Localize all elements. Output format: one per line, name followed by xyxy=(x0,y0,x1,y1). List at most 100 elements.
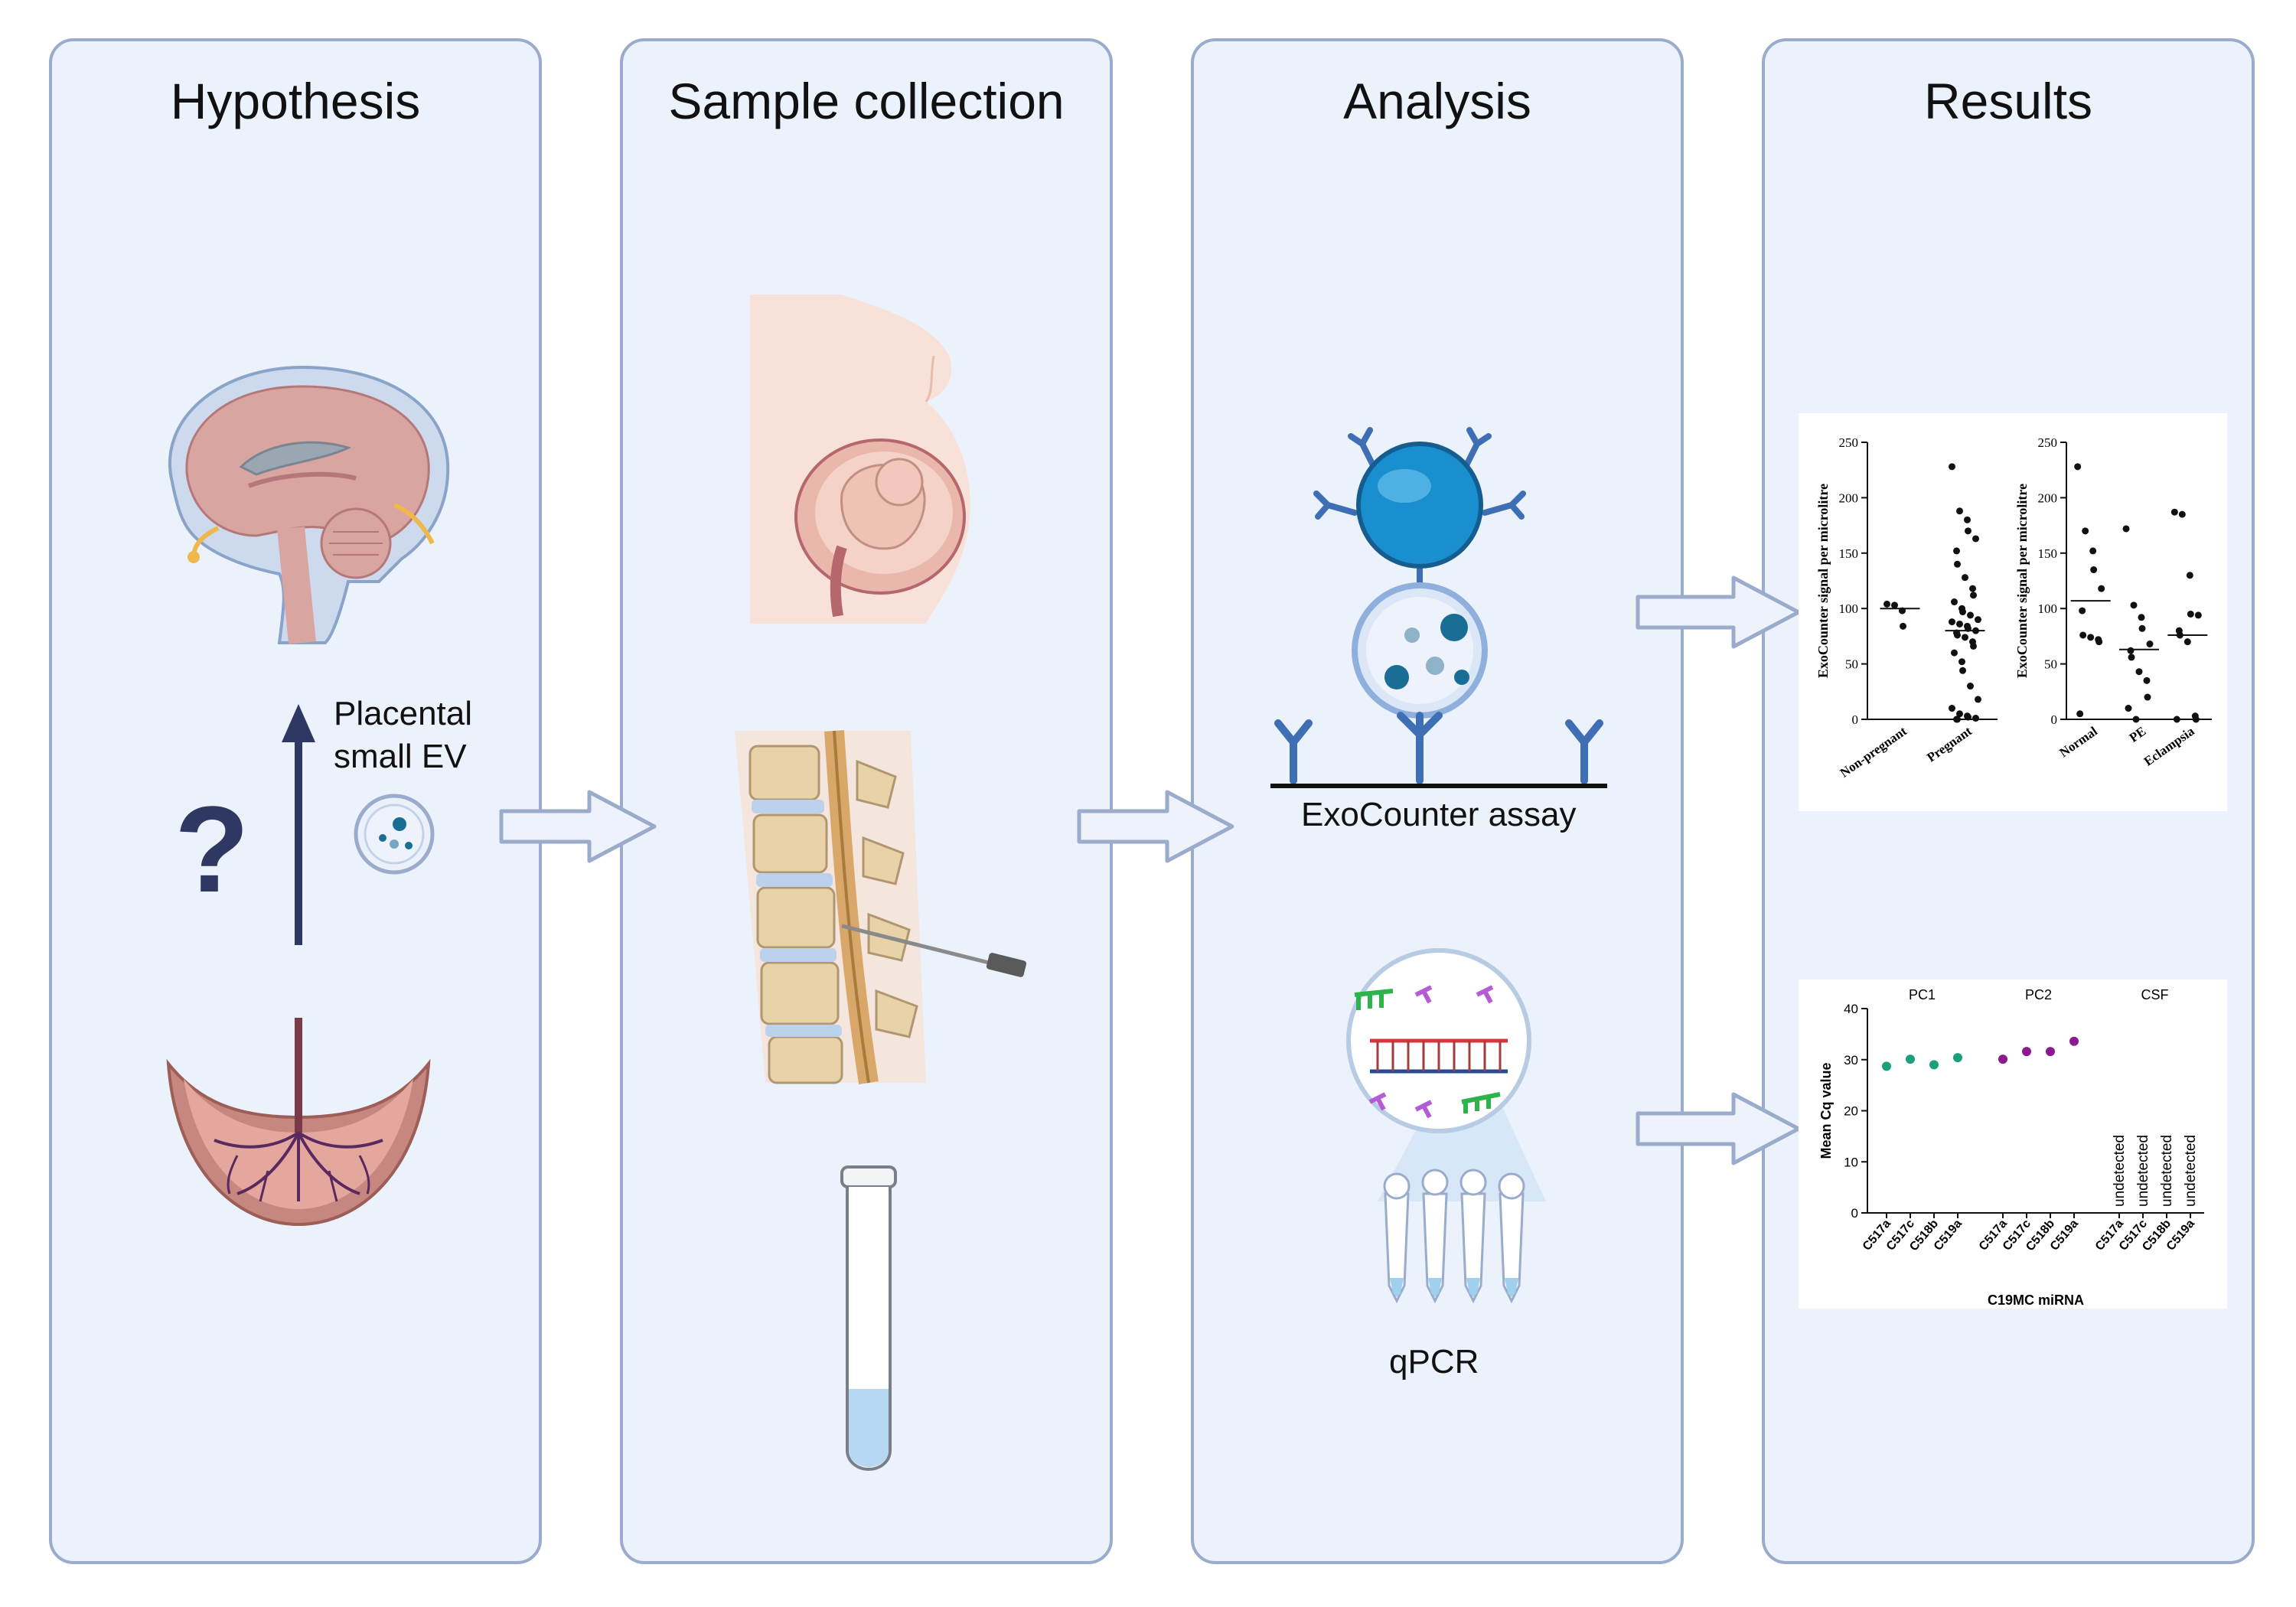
panel-analysis: Analysis xyxy=(1191,38,1684,1564)
data-point xyxy=(1949,618,1955,626)
x-tick-label: PE xyxy=(2127,724,2149,745)
data-point xyxy=(2082,527,2089,535)
question-mark: ? xyxy=(174,781,249,918)
data-point xyxy=(2098,585,2105,592)
data-point xyxy=(2194,611,2202,619)
x-tick-label: Eclampsia xyxy=(2141,723,2197,768)
y-tick-label: 20 xyxy=(1844,1104,1858,1119)
placental-ev-label-line1: Placental xyxy=(334,695,473,732)
data-point xyxy=(1954,631,1961,639)
data-point xyxy=(2135,668,2143,676)
y-tick-label: 50 xyxy=(1845,657,1858,672)
data-point xyxy=(2122,525,2130,533)
data-point xyxy=(2176,631,2183,639)
flow-arrow-3 xyxy=(1636,575,1801,649)
data-point xyxy=(2170,508,2178,516)
undetected-annotation: undetected xyxy=(2112,1135,2128,1207)
x-tick-label: Non-pregnant xyxy=(1838,724,1910,781)
group-label: CSF xyxy=(2141,987,2169,1002)
data-point xyxy=(1899,607,1906,614)
spine-lumbar-puncture-illustration xyxy=(735,730,1027,1085)
data-point xyxy=(2022,1047,2031,1057)
data-point xyxy=(1954,715,1961,723)
small-ev-icon xyxy=(354,794,435,875)
data-point xyxy=(1956,507,1963,515)
data-point xyxy=(2089,547,2097,555)
y-tick-label: 40 xyxy=(1844,1002,1858,1016)
y-tick-label: 0 xyxy=(1851,1206,1858,1221)
qpcr-label: qPCR xyxy=(1389,1343,1479,1380)
data-point xyxy=(2079,607,2086,614)
data-point xyxy=(1959,667,1966,674)
exocounter-bead-antibody-diagram xyxy=(1270,427,1607,788)
pregnant-woman-illustration xyxy=(750,295,970,624)
data-point xyxy=(1965,527,1971,535)
data-point xyxy=(1970,592,1977,599)
data-point xyxy=(1951,649,1958,657)
data-point xyxy=(2046,1047,2055,1057)
undetected-annotation: undetected xyxy=(2159,1135,2175,1207)
undetected-annotation: undetected xyxy=(2135,1135,2151,1207)
data-point xyxy=(1962,634,1968,641)
flow-arrow-4 xyxy=(1636,1092,1801,1165)
x-tick-label: Pregnant xyxy=(1924,724,1975,765)
data-point xyxy=(1951,598,1958,606)
y-tick-label: 0 xyxy=(2051,712,2058,727)
y-tick-label: 150 xyxy=(2038,546,2058,561)
data-point xyxy=(2074,463,2082,471)
data-point xyxy=(1929,1060,1939,1070)
y-tick-label: 50 xyxy=(2044,657,2057,672)
data-point xyxy=(1969,585,1976,592)
data-point xyxy=(2127,647,2135,654)
data-point xyxy=(2178,510,2186,518)
data-point xyxy=(1975,616,1981,624)
panel-title-analysis: Analysis xyxy=(1343,73,1531,129)
data-point xyxy=(1883,600,1890,608)
data-point xyxy=(1953,1053,1962,1063)
data-point xyxy=(1972,627,1979,634)
brain-illustration xyxy=(168,365,450,644)
data-point xyxy=(1953,547,1960,555)
data-point xyxy=(1964,516,1971,523)
data-point xyxy=(1975,696,1981,703)
y-axis-label: ExoCounter signal per microlitre xyxy=(1815,484,1831,678)
data-point xyxy=(2138,614,2145,621)
flow-arrow-1 xyxy=(499,790,657,863)
qpcr-diagram xyxy=(1346,948,1546,1304)
y-tick-label: 100 xyxy=(2038,601,2058,616)
y-tick-label: 10 xyxy=(1844,1155,1858,1169)
data-point xyxy=(2090,566,2098,574)
x-axis-label: C19MC miRNA xyxy=(1988,1292,2084,1308)
placental-ev-label-line2: small EV xyxy=(334,738,467,775)
flow-arrow-2 xyxy=(1077,790,1234,863)
data-point xyxy=(2144,693,2151,701)
y-tick-label: 200 xyxy=(2038,491,2058,505)
data-point xyxy=(1882,1061,1891,1071)
data-point xyxy=(2087,634,2095,641)
panel-title-sample-collection: Sample collection xyxy=(668,73,1065,129)
data-point xyxy=(1972,715,1979,722)
data-point xyxy=(2186,572,2193,579)
data-point xyxy=(2132,715,2140,723)
y-tick-label: 100 xyxy=(1839,601,1859,616)
group-label: PC2 xyxy=(2025,987,2052,1002)
y-tick-label: 150 xyxy=(1839,546,1859,561)
data-point xyxy=(1998,1054,2007,1064)
data-point xyxy=(1891,601,1898,609)
data-point xyxy=(1967,611,1974,619)
y-axis-label: ExoCounter signal per microlitre xyxy=(2014,484,2030,678)
data-point xyxy=(1958,658,1965,666)
data-point xyxy=(2192,715,2200,723)
data-point xyxy=(2076,710,2084,718)
data-point xyxy=(2173,715,2180,723)
panel-title-results: Results xyxy=(1923,73,2093,129)
y-tick-label: 250 xyxy=(2038,435,2058,450)
x-tick-label: Normal xyxy=(2056,724,2100,761)
data-point xyxy=(2130,601,2138,609)
placenta-illustration xyxy=(166,1018,431,1227)
data-point xyxy=(2146,641,2154,648)
data-point xyxy=(2183,638,2191,646)
data-point xyxy=(1949,705,1955,712)
